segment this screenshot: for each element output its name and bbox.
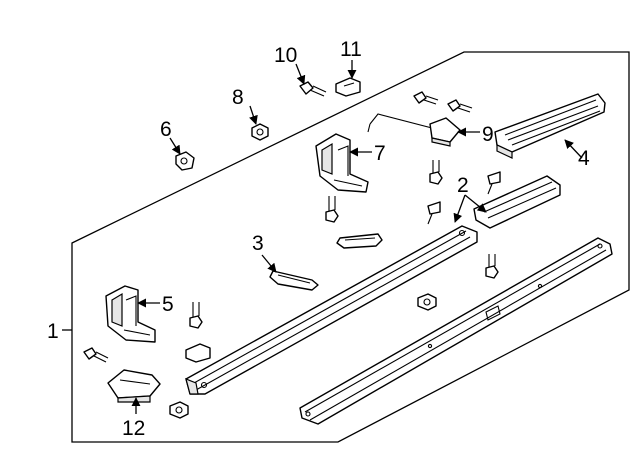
callout-8-label: 8 [232, 86, 244, 109]
screw-b [427, 201, 441, 225]
nut-part-8 [251, 123, 269, 141]
step-pad-part [494, 93, 606, 159]
callout-5-label: 5 [162, 293, 174, 316]
nut-bottom [169, 401, 189, 419]
bolt-part-10 [299, 81, 327, 97]
callout-3-leader [261, 254, 277, 273]
assembly-boundary [71, 51, 630, 443]
bolt-vertical-a [429, 160, 443, 185]
callout-1-label: 1 [47, 320, 59, 343]
callout-4-leader [564, 139, 583, 159]
callout-3-label: 3 [252, 232, 264, 255]
callout-10-label: 10 [274, 44, 297, 67]
callout-12-label: 12 [122, 417, 145, 440]
bolt-top-b [447, 99, 473, 113]
bracket-pad-part-12 [107, 369, 161, 403]
callout-2-label: 2 [457, 174, 469, 197]
screw-a [487, 171, 501, 195]
nut-center [417, 293, 437, 311]
callout-6-label: 6 [160, 118, 172, 141]
nut-part-6 [175, 151, 195, 171]
callout-2-leader-b [464, 194, 487, 213]
bolt-top-a [413, 91, 439, 105]
callout-10-leader [295, 63, 306, 85]
mounting-rail-part [299, 237, 613, 425]
callout-11-label: 11 [340, 38, 362, 61]
callout-2-leader-a [453, 194, 466, 223]
callout-8-leader [249, 105, 258, 125]
callout-6-leader [169, 137, 181, 155]
step-plate-part [473, 175, 561, 229]
clip-left [185, 343, 211, 363]
bracket-part-5 [105, 285, 156, 343]
bolt-vertical-b [325, 196, 339, 223]
pad-part-3 [269, 270, 319, 291]
bolt-vertical-d [485, 254, 499, 279]
clip-part-11 [335, 77, 361, 97]
bolt-vertical-c [189, 302, 203, 329]
running-board-part [185, 225, 478, 395]
callout-4-label: 4 [578, 147, 590, 170]
callout-9-label: 9 [482, 123, 494, 146]
bolt-left [83, 347, 109, 363]
bracket-part-7 [315, 133, 369, 193]
support-arm-part-9 [367, 113, 461, 147]
callout-7-label: 7 [374, 142, 386, 165]
pad-part-center [336, 233, 383, 249]
